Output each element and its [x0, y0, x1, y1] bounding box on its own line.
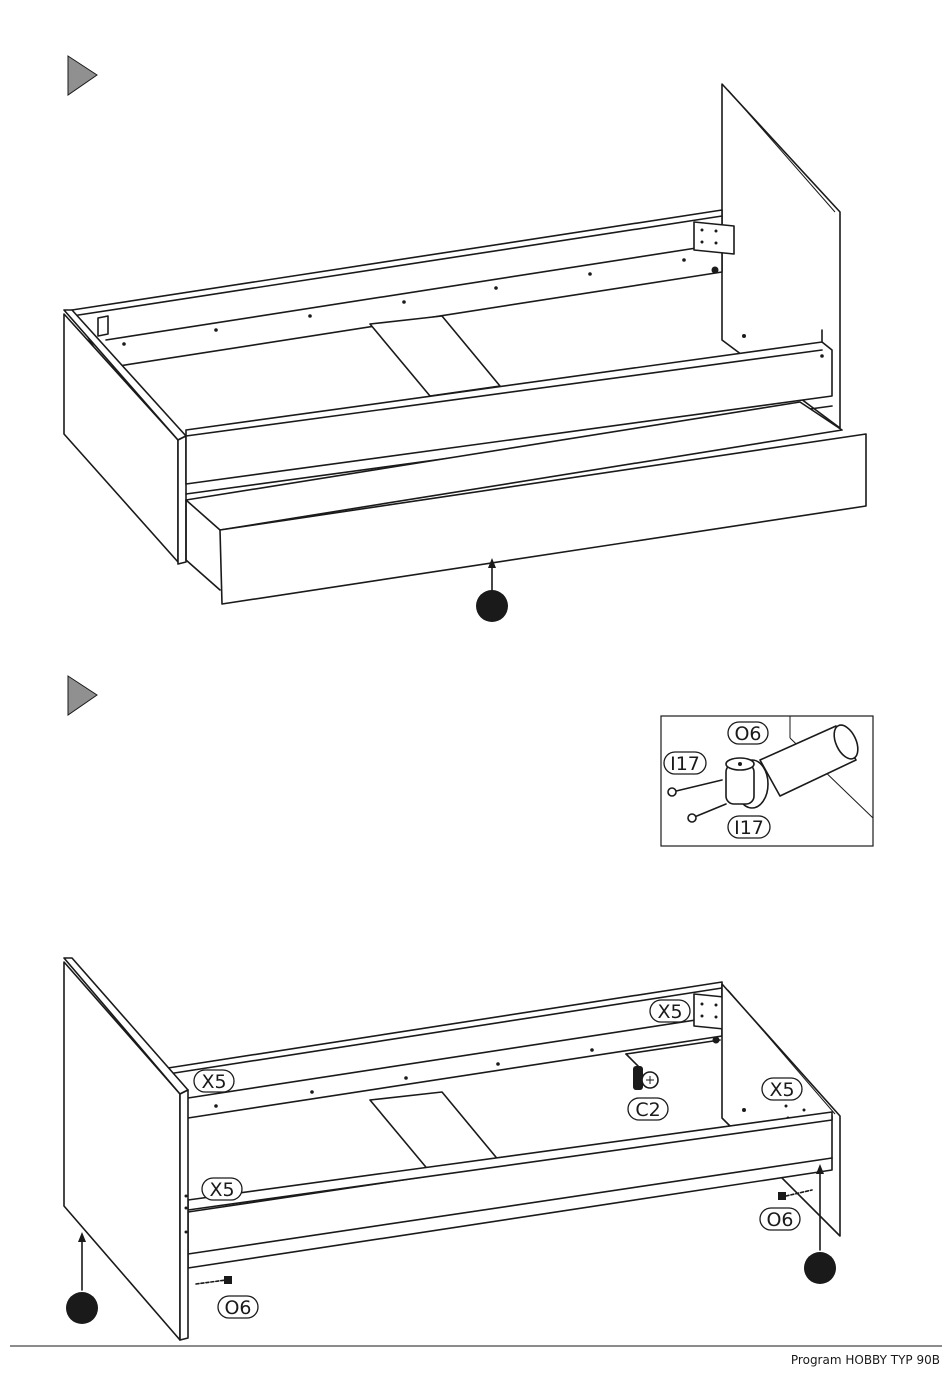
- svg-text:O6: O6: [224, 1297, 251, 1319]
- callout-dot-left: [66, 1292, 98, 1324]
- step-marker-2: [68, 676, 97, 715]
- svg-text:O6: O6: [734, 723, 761, 745]
- svg-text:I17: I17: [734, 817, 764, 839]
- svg-text:X5: X5: [209, 1179, 234, 1201]
- svg-text:X5: X5: [657, 1001, 682, 1023]
- label-o6-right: O6: [760, 1208, 800, 1231]
- svg-text:I17: I17: [670, 753, 700, 775]
- step-marker-1: [68, 56, 97, 95]
- bed-frame-top: [64, 84, 866, 604]
- svg-text:X5: X5: [201, 1071, 226, 1093]
- label-c2: C2: [628, 1098, 668, 1121]
- svg-text:C2: C2: [635, 1099, 660, 1121]
- bed-frame-bottom: [64, 958, 840, 1340]
- callout-dot-right: [804, 1252, 836, 1284]
- label-o6-left: O6: [218, 1296, 258, 1319]
- svg-text:O6: O6: [766, 1209, 793, 1231]
- label-i17-bottom: I17: [728, 816, 770, 839]
- label-i17-top: I17: [664, 752, 706, 775]
- label-x5-back-left: X5: [194, 1070, 234, 1093]
- label-o6-detail: O6: [728, 722, 768, 745]
- label-x5-left-front: X5: [202, 1178, 242, 1201]
- svg-text:X5: X5: [769, 1079, 794, 1101]
- label-x5-back-right: X5: [650, 1000, 690, 1023]
- footer-text: Program HOBBY TYP 90B: [791, 1353, 940, 1367]
- callout-dot-step1: [476, 590, 508, 622]
- label-x5-right-side: X5: [762, 1078, 802, 1101]
